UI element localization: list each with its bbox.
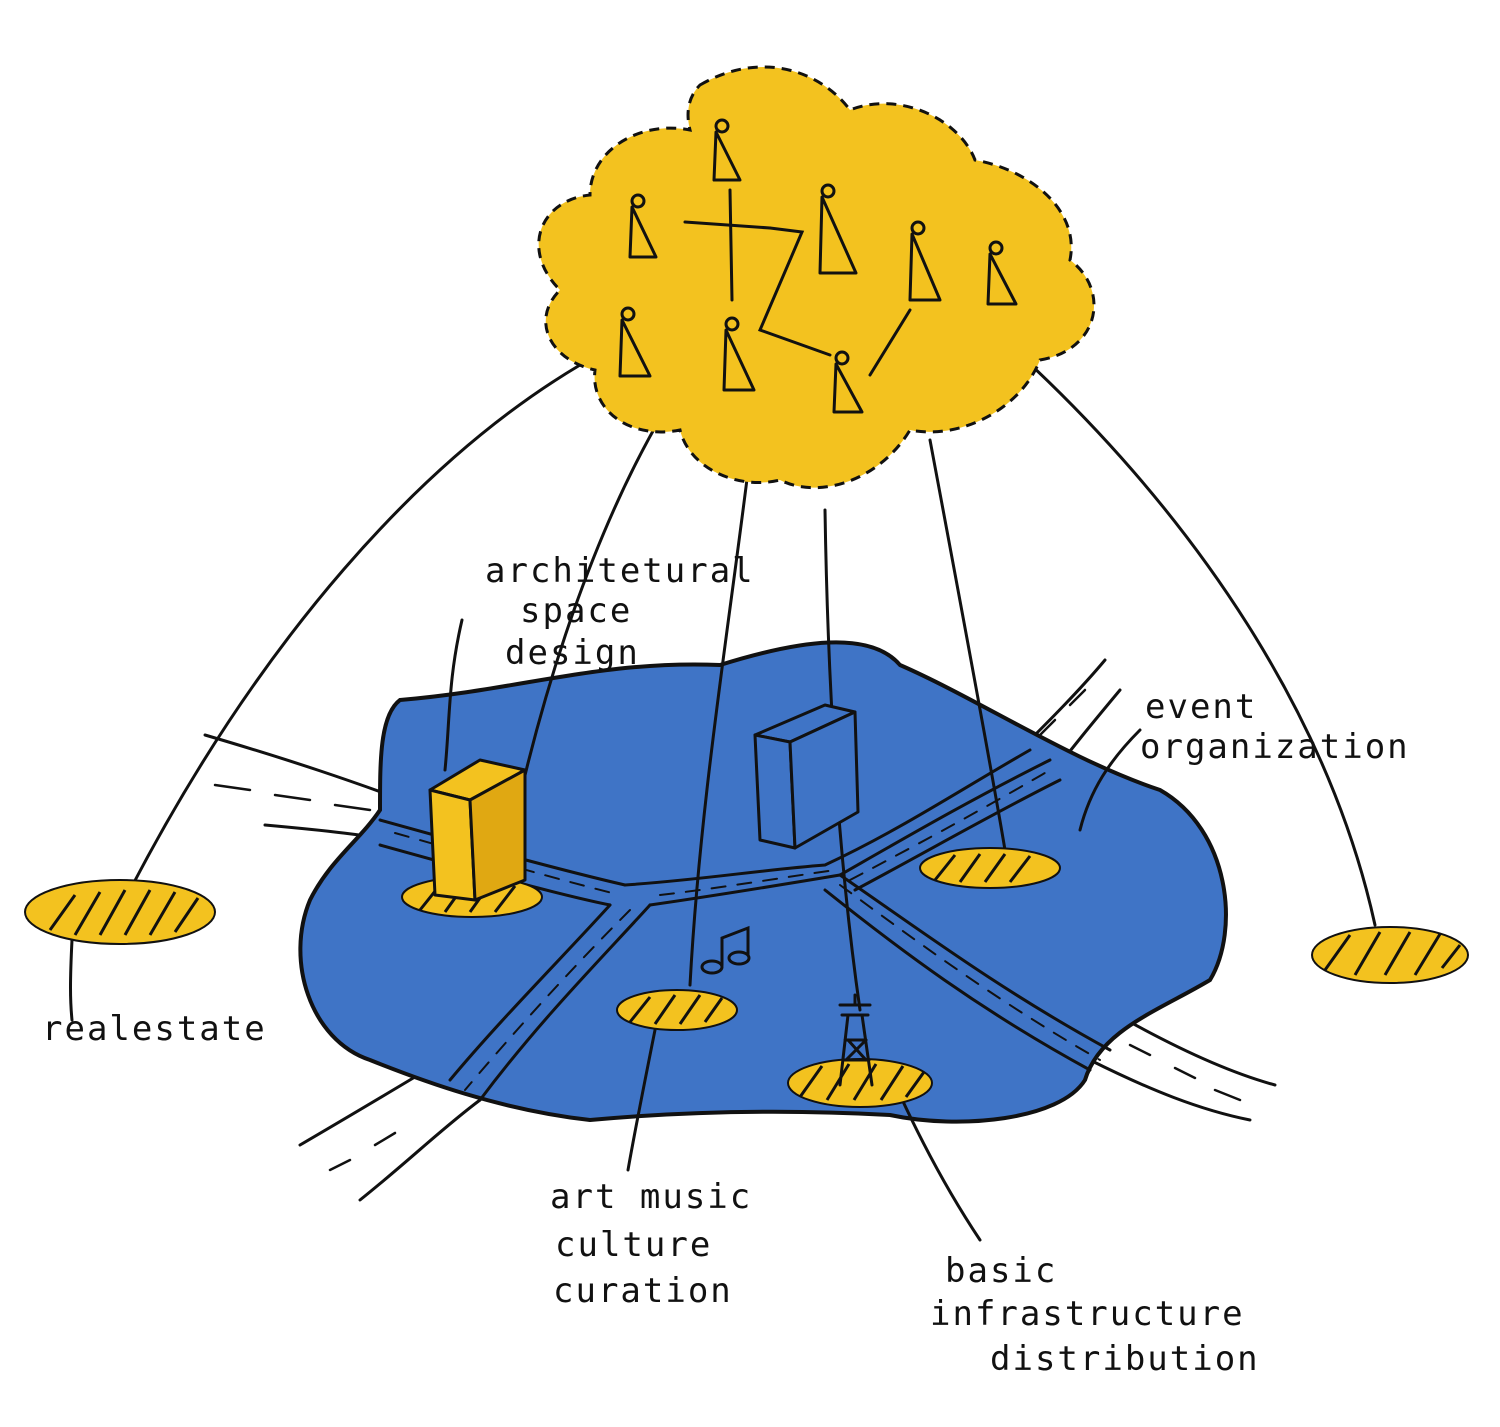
people-network bbox=[683, 188, 912, 377]
city-streets bbox=[378, 748, 1112, 1102]
label-event-line-2: organization bbox=[1140, 727, 1410, 767]
label-art-line-3: curation bbox=[553, 1271, 733, 1311]
plot-infrastructure bbox=[787, 1058, 933, 1108]
plot-art-music bbox=[616, 989, 738, 1031]
community-cloud bbox=[537, 65, 1096, 490]
label-art-line-1: art music bbox=[550, 1177, 752, 1217]
plot-realestate bbox=[24, 879, 216, 945]
city-area bbox=[298, 640, 1228, 1124]
label-infra-line-3: distribution bbox=[990, 1339, 1260, 1379]
label-infrastructure: basic infrastructure distribution bbox=[930, 1251, 1260, 1379]
music-note-icon bbox=[700, 925, 751, 975]
label-architectural-line-1: architetural bbox=[485, 551, 755, 591]
people-icon bbox=[618, 118, 1018, 414]
label-art-line-2: culture bbox=[555, 1225, 712, 1265]
tower-icon bbox=[838, 993, 874, 1087]
label-realestate: realestate bbox=[42, 1009, 267, 1049]
roads bbox=[203, 658, 1277, 1202]
building-icon bbox=[428, 758, 527, 902]
label-event: event organization bbox=[1140, 687, 1410, 767]
plot-event bbox=[919, 847, 1061, 889]
plot-right bbox=[1311, 926, 1469, 984]
label-art: art music culture curation bbox=[550, 1177, 752, 1311]
label-infra-line-1: basic bbox=[945, 1251, 1057, 1291]
label-realestate-line-1: realestate bbox=[42, 1009, 267, 1049]
label-architectural-line-2: space bbox=[520, 591, 632, 631]
building-icon bbox=[753, 703, 860, 850]
label-event-line-1: event bbox=[1145, 687, 1257, 727]
label-architectural-line-3: design bbox=[505, 633, 640, 673]
label-infra-line-2: infrastructure bbox=[930, 1294, 1245, 1334]
label-architectural: architetural space design bbox=[485, 551, 755, 673]
